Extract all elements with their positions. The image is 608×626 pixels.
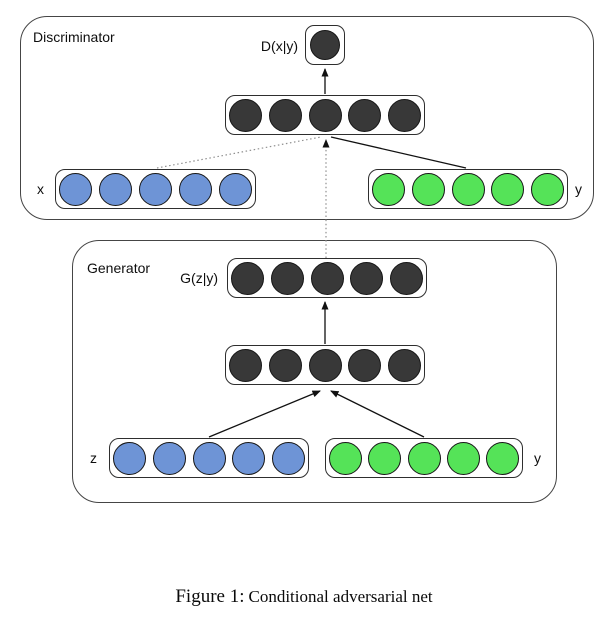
blue-unit-circle [232, 441, 266, 475]
discriminator-output-label: D(x|y) [260, 38, 298, 54]
green-unit-circle [372, 172, 405, 206]
generator-title: Generator [87, 260, 151, 276]
figure-caption: Figure 1: Conditional adversarial net [0, 586, 608, 608]
discriminator-output-node [305, 25, 345, 65]
blue-unit-circle [139, 172, 172, 206]
green-unit-circle [531, 172, 564, 206]
generator-z-layer [109, 438, 309, 478]
caption-prefix: Figure 1: [175, 586, 245, 607]
discriminator-title: Discriminator [33, 29, 115, 45]
blue-unit-circle [192, 441, 226, 475]
generator-z-label: z [90, 450, 97, 466]
dark-unit-circle [308, 98, 342, 132]
blue-unit-circle [59, 172, 92, 206]
blue-unit-circle [113, 441, 146, 475]
green-unit-circle [491, 172, 525, 206]
dark-unit-circle [388, 98, 421, 132]
caption-text: Conditional adversarial net [248, 587, 433, 606]
dark-unit-circle [231, 261, 264, 295]
green-unit-circle [407, 441, 441, 475]
blue-unit-circle [152, 441, 186, 475]
generator-hidden-layer [225, 345, 425, 385]
discriminator-y-layer [368, 169, 568, 209]
dark-unit-circle [268, 98, 302, 132]
generator-y-layer [325, 438, 523, 478]
green-unit-circle [329, 441, 362, 475]
dark-unit-circle [348, 348, 382, 382]
discriminator-x-layer [55, 169, 256, 209]
dark-unit-circle [310, 261, 344, 295]
discriminator-y-label: y [575, 181, 582, 197]
blue-unit-circle [179, 172, 212, 206]
dark-unit-circle [350, 261, 384, 295]
dark-unit-circle [229, 98, 262, 132]
green-unit-circle [486, 441, 519, 475]
dark-unit-circle [348, 98, 382, 132]
green-unit-circle [451, 172, 485, 206]
generator-y-label: y [534, 450, 541, 466]
dark-unit-circle [390, 261, 423, 295]
generator-box [72, 240, 557, 503]
green-unit-circle [411, 172, 445, 206]
dark-unit-circle [229, 348, 262, 382]
dark-unit-circle [270, 261, 304, 295]
blue-unit-circle [272, 441, 305, 475]
discriminator-hidden-layer [225, 95, 425, 135]
discriminator-box [20, 16, 594, 220]
blue-unit-circle [219, 172, 252, 206]
blue-unit-circle [99, 172, 132, 206]
dark-unit-circle [388, 348, 421, 382]
dark-unit-circle [308, 348, 342, 382]
green-unit-circle [446, 441, 480, 475]
dark-unit-circle [310, 30, 340, 60]
discriminator-x-label: x [37, 181, 44, 197]
green-unit-circle [368, 441, 402, 475]
generator-output-layer [227, 258, 427, 298]
dark-unit-circle [268, 348, 302, 382]
generator-output-label: G(z|y) [180, 270, 218, 286]
